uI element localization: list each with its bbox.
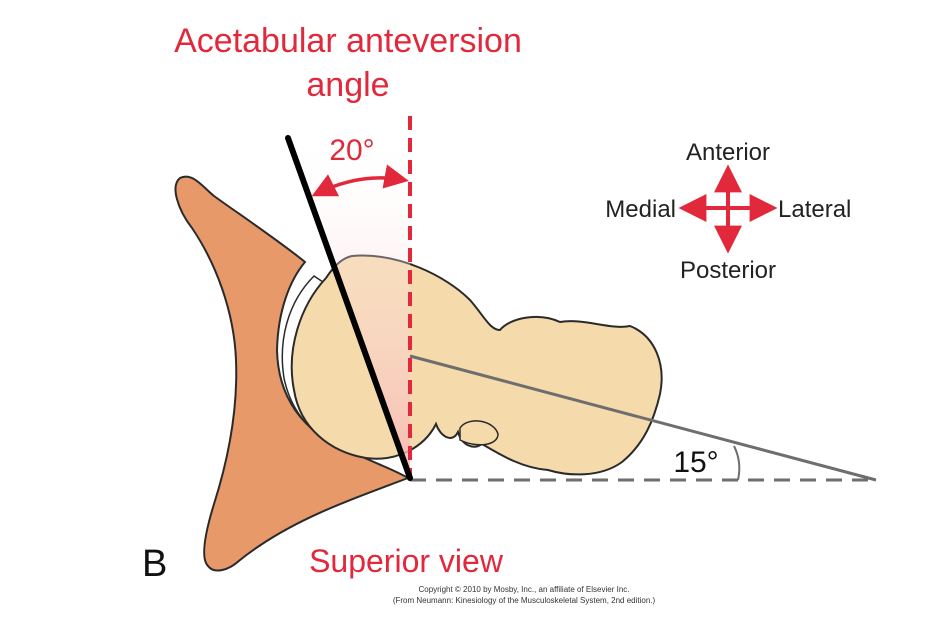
acetabular-opening-line xyxy=(285,135,413,481)
lesser-trochanter xyxy=(459,420,499,446)
femoral-angle-label: 15° xyxy=(673,446,718,479)
medial-label: Medial xyxy=(605,196,676,223)
copyright-line-2: (From Neumann: Kinesiology of the Muscul… xyxy=(393,596,656,605)
panel-letter: B xyxy=(142,543,167,585)
anteversion-angle-label: 20° xyxy=(329,134,374,167)
lateral-label: Lateral xyxy=(778,196,851,223)
pelvis-shape xyxy=(174,175,411,572)
title-line-1: Acetabular anteversion xyxy=(174,22,522,60)
femoral-angle-arc xyxy=(733,445,741,481)
anterior-label: Anterior xyxy=(686,139,770,166)
direction-compass xyxy=(678,164,778,254)
title-line-2: angle xyxy=(306,66,389,104)
view-label: Superior view xyxy=(309,543,504,579)
copyright-line-1: Copyright © 2010 by Mosby, Inc., an affi… xyxy=(418,585,629,594)
anteversion-angle-arc xyxy=(311,164,409,197)
posterior-label: Posterior xyxy=(680,257,776,284)
femoral-neck-axis xyxy=(409,354,877,482)
